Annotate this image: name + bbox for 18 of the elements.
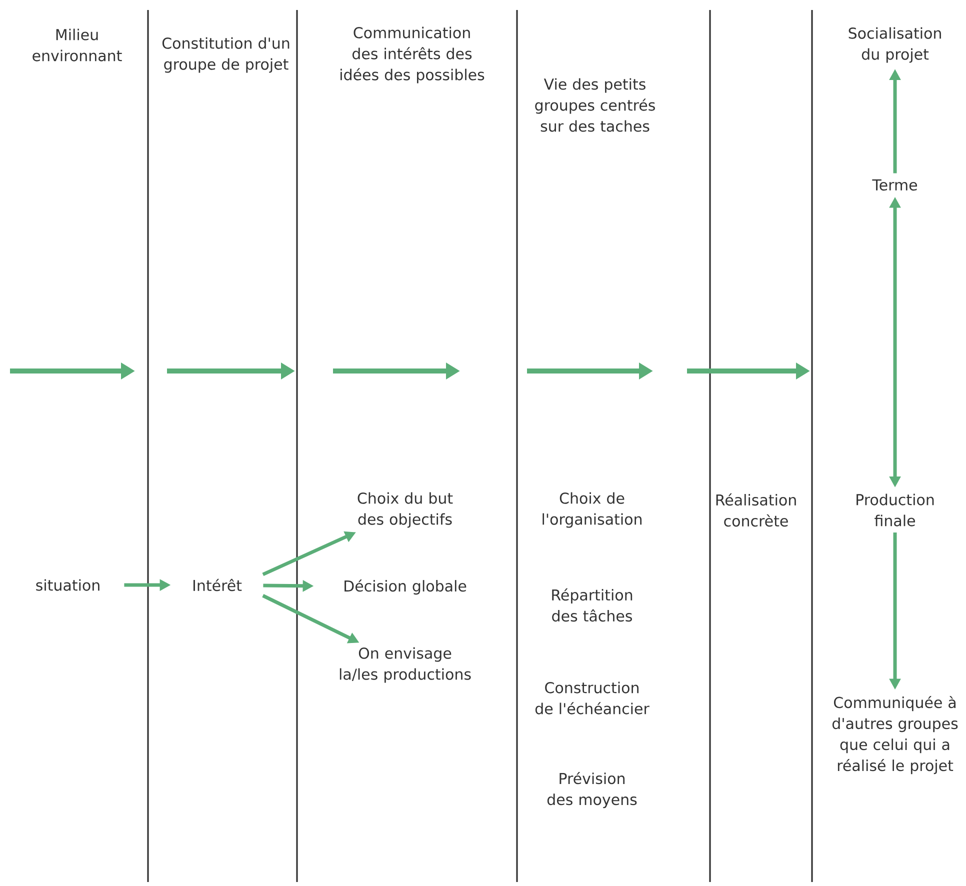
step-text: Décision globale	[344, 579, 466, 595]
step-text: Construction de l'échéancier	[535, 682, 650, 714]
step-text: Intérêt	[193, 578, 242, 592]
step-text: Communiquée à d'autres groupes que celui qui a réalisé le projet	[832, 696, 958, 774]
step-text: situation	[36, 579, 100, 591]
column-heading: Constitution d'un groupe de projet	[162, 37, 290, 73]
step-text: Choix de l'organisation	[542, 492, 642, 528]
step-text: Choix du but des objectifs	[358, 492, 453, 528]
column-heading: Vie des petits groupes centrés sur des taches	[535, 78, 655, 132]
column-heading: Socialisation du projet	[848, 27, 941, 63]
column-heading: Milieu environnant	[32, 28, 122, 62]
step-text: Répartition des tâches	[552, 588, 632, 622]
step-text: Prévision des moyens	[547, 772, 637, 808]
step-text: On envisage la/les productions	[340, 647, 471, 683]
column-heading: Communication des intérêts des idées des possibles	[340, 26, 484, 84]
step-text: Production finale	[856, 494, 934, 526]
step-text: Terme	[872, 179, 917, 191]
step-text: Réalisation concrète	[716, 493, 796, 527]
